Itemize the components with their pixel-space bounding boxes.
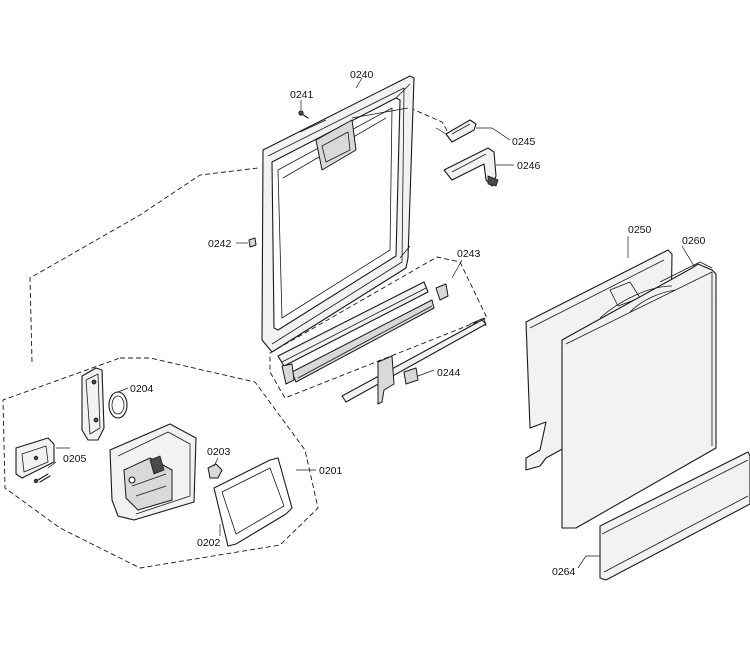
callout-0202: 0202: [197, 537, 221, 549]
callout-0244: 0244: [437, 367, 461, 379]
bracket-part: [443, 147, 499, 187]
callout-0205: 0205: [63, 453, 87, 465]
callout-0204: 0204: [130, 383, 154, 395]
leader-0203: [213, 457, 219, 467]
callout-0245: 0245: [512, 136, 536, 148]
leader-0240: [355, 77, 363, 89]
dispenser-lid-part: [81, 367, 105, 441]
callout-0240: 0240: [350, 69, 374, 81]
pin-part: [248, 237, 257, 248]
kick-plate: [599, 451, 750, 581]
callout-0243: 0243: [457, 248, 481, 260]
gasket-frame-part: [213, 457, 293, 547]
spring-plate-part: [15, 437, 55, 479]
inner-door-frame: [261, 75, 415, 353]
callout-0264: 0264: [552, 566, 576, 578]
door-group-boundary-right: [409, 107, 449, 133]
knob-part: [207, 463, 223, 479]
leader-0243: [451, 259, 463, 279]
leader-0244: [417, 369, 435, 377]
callout-0246: 0246: [517, 160, 541, 172]
callout-0260: 0260: [682, 235, 706, 247]
door-group-boundary: [29, 167, 259, 363]
gasket-ring-part: [108, 391, 128, 419]
leader-0245: [476, 127, 511, 141]
leader-0264: [577, 555, 600, 569]
callout-0250: 0250: [628, 224, 652, 236]
callout-0242: 0242: [208, 238, 232, 250]
leader-0205: [47, 447, 70, 469]
rod-part: [341, 317, 487, 405]
outer-door-panel: [561, 261, 717, 529]
callout-0241: 0241: [290, 89, 314, 101]
callout-0203: 0203: [207, 446, 231, 458]
screw-part: [298, 110, 309, 119]
leader-0204: [117, 387, 129, 393]
leader-0260: [681, 245, 695, 267]
rail-seal-part: [277, 281, 449, 385]
rail-group-boundary: [269, 256, 488, 399]
latch-part: [435, 119, 477, 143]
callout-0201: 0201: [319, 465, 343, 477]
dispenser-body-part: [109, 423, 197, 521]
spring-part: [33, 473, 51, 484]
